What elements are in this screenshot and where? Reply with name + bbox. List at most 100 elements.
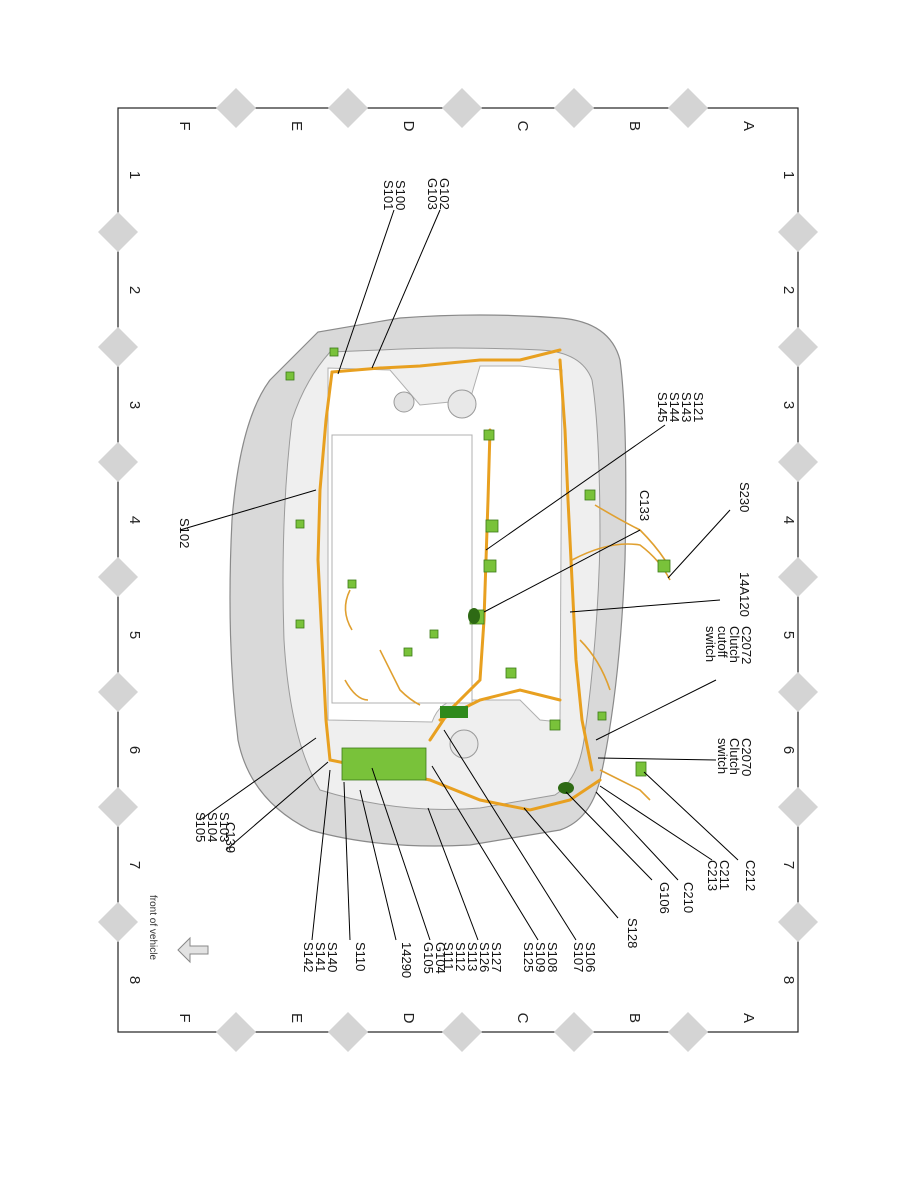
callout-c133: C133 bbox=[637, 490, 652, 521]
callout-c211: C211C213 bbox=[705, 860, 732, 891]
grid-diamond bbox=[668, 88, 708, 128]
callout-c212: C212 bbox=[743, 860, 758, 891]
callout-line: C211 bbox=[717, 860, 732, 890]
callout-s100: S100S101 bbox=[381, 180, 408, 210]
connector bbox=[657, 559, 671, 573]
callout-s121: S121S143S144S145 bbox=[655, 392, 706, 422]
callout-line: S121 bbox=[691, 392, 706, 422]
grid-col-label-left: 1 bbox=[126, 171, 143, 179]
grid-row-label-bottom: E bbox=[288, 1013, 305, 1023]
grid-diamond bbox=[98, 902, 138, 942]
grid-diamond bbox=[328, 1012, 368, 1052]
connector-bundle bbox=[440, 706, 468, 718]
grid-diamond bbox=[778, 672, 818, 712]
callout-line: S125 bbox=[521, 942, 536, 972]
grid-col-label-left: 4 bbox=[126, 516, 143, 524]
callout-s103: S103S104S105 bbox=[193, 812, 232, 842]
grid-col-label-right: 6 bbox=[780, 746, 797, 754]
callout-line: S111 bbox=[441, 942, 456, 970]
connector bbox=[505, 667, 517, 679]
grid-diamond bbox=[778, 787, 818, 827]
callout-line: S107 bbox=[571, 942, 586, 972]
grid-col-label-right: 7 bbox=[780, 861, 797, 869]
callout-c2070: C2070Clutchswitch bbox=[715, 738, 754, 776]
callout-line: S145 bbox=[655, 392, 670, 422]
callout-line: C2072 bbox=[739, 626, 754, 664]
callout-s110: S110 bbox=[353, 942, 368, 971]
grid-col-label-right: 5 bbox=[780, 631, 797, 639]
callout-line: Clutch bbox=[727, 738, 742, 775]
callout-labels: G102G103S100S101S121S143S144S145S230C133… bbox=[177, 178, 758, 978]
callout-line: switch bbox=[715, 738, 730, 774]
connectors bbox=[285, 347, 671, 794]
grid-col-label-right: 2 bbox=[780, 286, 797, 294]
grid-row-label-bottom: B bbox=[626, 1013, 643, 1023]
callout-line: S127 bbox=[489, 942, 504, 972]
grid-markers bbox=[98, 88, 818, 1052]
grid-diamond bbox=[98, 327, 138, 367]
callout-line: S102 bbox=[177, 518, 192, 548]
callout-line: S142 bbox=[301, 942, 316, 972]
front-mount bbox=[393, 391, 415, 413]
callout-line: C133 bbox=[637, 490, 652, 521]
callout-line: S100 bbox=[393, 180, 408, 210]
callout-line: C139 bbox=[223, 822, 238, 853]
grid-row-label-bottom: C bbox=[514, 1013, 531, 1024]
callout-line: S230 bbox=[737, 482, 752, 512]
callout-s102: S102 bbox=[177, 518, 192, 548]
callout-g106: G106 bbox=[657, 882, 672, 914]
callout-line: S110 bbox=[353, 942, 368, 971]
callout-line: S101 bbox=[381, 180, 396, 210]
grid-col-label-left: 7 bbox=[126, 861, 143, 869]
callout-line: S104 bbox=[205, 812, 220, 842]
callout-line: S141 bbox=[313, 942, 328, 972]
callout-line: G105 bbox=[421, 942, 436, 974]
grid-row-label-top: C bbox=[514, 121, 531, 132]
center-opening bbox=[331, 434, 473, 704]
grid-col-label-left: 3 bbox=[126, 401, 143, 409]
grid-diamond bbox=[442, 1012, 482, 1052]
callout-s127: S127S126S113S112S111 bbox=[441, 942, 504, 972]
callout-c139: C139 bbox=[223, 822, 238, 853]
callout-line: cutoff bbox=[715, 626, 730, 658]
grid-diamond bbox=[778, 557, 818, 597]
callout-s108: S108S109S125 bbox=[521, 942, 560, 972]
connector-c133 bbox=[468, 608, 480, 624]
callout-14290: 14290 bbox=[399, 942, 414, 978]
grid-row-label-bottom: F bbox=[176, 1013, 193, 1022]
callout-line: S128 bbox=[625, 918, 640, 948]
callout-line: C213 bbox=[705, 860, 720, 891]
callout-line: G106 bbox=[657, 882, 672, 914]
callout-line: S144 bbox=[667, 392, 682, 422]
grid-col-label-right: 3 bbox=[780, 401, 797, 409]
strut-tower-right bbox=[449, 729, 479, 759]
callout-line: G103 bbox=[425, 178, 440, 210]
callout-line: S106 bbox=[583, 942, 598, 972]
connector bbox=[429, 629, 439, 639]
grid-row-label-top: D bbox=[400, 121, 417, 132]
ground-g106 bbox=[558, 782, 574, 794]
grid-row-label-top: E bbox=[288, 121, 305, 131]
callout-s230: S230 bbox=[737, 482, 752, 512]
grid-col-label-left: 2 bbox=[126, 286, 143, 294]
connector bbox=[329, 347, 339, 357]
grid-col-label-left: 6 bbox=[126, 746, 143, 754]
grid-diamond bbox=[668, 1012, 708, 1052]
connector bbox=[347, 579, 357, 589]
grid-diamond bbox=[216, 1012, 256, 1052]
callout-line: S103 bbox=[217, 812, 232, 842]
grid-diamond bbox=[778, 442, 818, 482]
connector bbox=[549, 719, 561, 731]
grid-diamond bbox=[98, 442, 138, 482]
grid-diamond bbox=[554, 1012, 594, 1052]
connector bbox=[403, 647, 413, 657]
grid-diamond bbox=[554, 88, 594, 128]
callout-line: G104 bbox=[433, 942, 448, 974]
callout-line: S112 bbox=[453, 942, 468, 971]
callout-line: S113 bbox=[465, 942, 480, 971]
grid-row-label-bottom: A bbox=[740, 1013, 757, 1023]
grid-diamond bbox=[778, 212, 818, 252]
callout-s128: S128 bbox=[625, 918, 640, 948]
